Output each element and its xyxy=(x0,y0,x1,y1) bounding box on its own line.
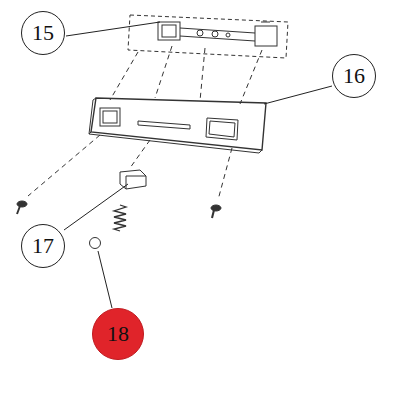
plate-window xyxy=(100,108,120,126)
callout-number: 16 xyxy=(343,65,365,87)
screw xyxy=(211,205,221,218)
callout-circle: 17 xyxy=(21,224,65,268)
slider-button xyxy=(120,170,146,189)
plate-slot xyxy=(138,121,190,129)
latch-end-block xyxy=(255,26,277,46)
callout-number: 15 xyxy=(32,22,54,44)
latch-block-inner xyxy=(162,25,176,37)
callout-circle: 18 xyxy=(92,308,144,360)
screw xyxy=(17,201,27,214)
callout-circle: 15 xyxy=(21,11,65,55)
spring xyxy=(114,205,126,231)
callout-circle: 16 xyxy=(332,54,376,98)
latch-block xyxy=(158,22,180,40)
plate-window xyxy=(206,118,238,140)
latch-outline xyxy=(128,15,288,58)
callout-number: 17 xyxy=(32,235,54,257)
face-plate xyxy=(91,98,266,150)
leader-line xyxy=(64,22,332,308)
ring xyxy=(90,238,101,249)
callout-number: 18 xyxy=(107,323,129,345)
